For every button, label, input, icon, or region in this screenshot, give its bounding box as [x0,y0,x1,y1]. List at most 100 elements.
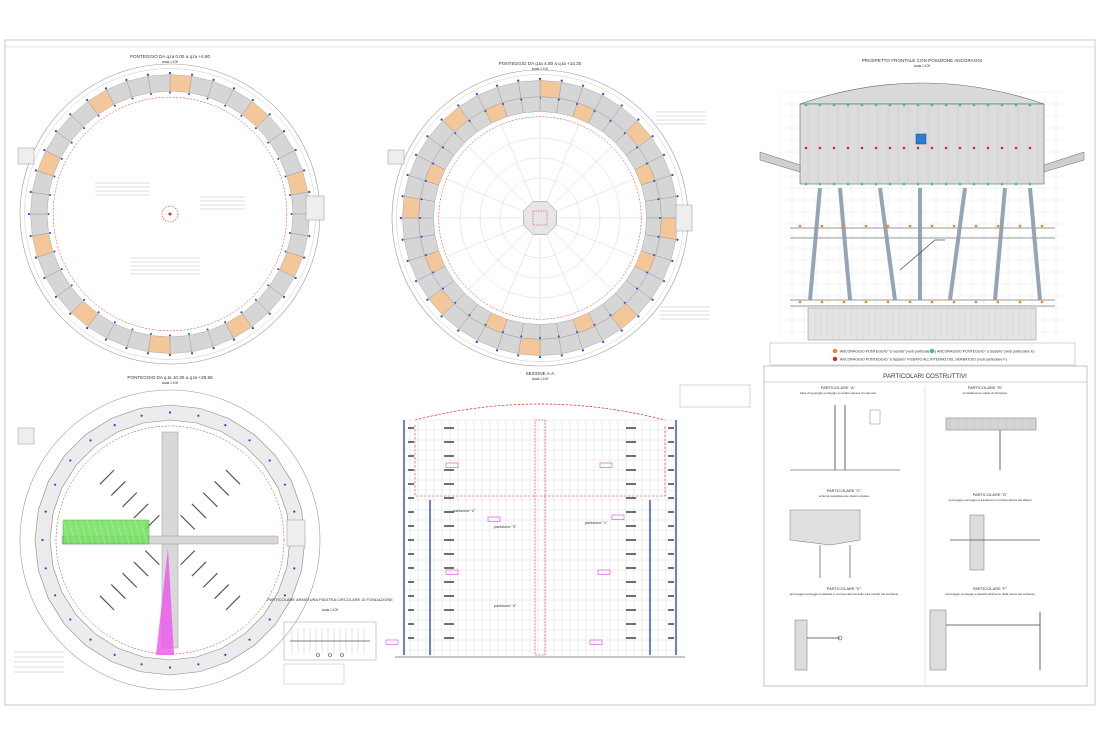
blue-anchor [267,141,270,144]
rib-strut [133,503,149,519]
scaffold-bay [30,191,49,215]
blue-anchor [149,333,152,336]
blue-anchor [657,198,660,201]
blue-anchor [426,135,429,138]
pink-tag [599,462,613,468]
red-dashed-circle [438,116,642,320]
anchor-interno [986,146,990,150]
pink-tag [445,462,459,468]
section-label-p1: partizione "1" [585,521,608,525]
blue-anchor [69,113,72,116]
scaffold-bay-inner [539,96,560,113]
blue-anchor [146,73,150,76]
blue-anchor [454,301,457,304]
blue-anchor [168,411,172,414]
anchor-interno [930,146,934,150]
rib-strut [144,550,160,566]
blue-anchor [671,173,674,177]
blue-anchor [254,127,257,130]
blue-anchor [401,195,404,198]
anchor-rosetta [974,224,978,228]
details-title: PARTICOLARI COSTRUTTIVI [883,373,967,380]
anchor-interno [916,146,920,150]
anchor-interno [832,146,836,150]
anchor-tassello [930,103,934,107]
blue-anchor [140,663,143,666]
blue-anchor [302,256,306,259]
blue-anchor [27,212,31,216]
anchor-rosetta [798,300,802,304]
blue-anchor [637,118,640,121]
slab-left [759,151,801,173]
anchor-tassello [860,182,864,186]
rib-strut [214,584,230,600]
side-stair-left [17,147,35,165]
blue-anchor [169,334,171,337]
scaffold-bay-inner [539,323,560,340]
blue-anchor [442,146,445,149]
blue-anchor [475,340,478,344]
pillar [993,187,1007,301]
blue-anchor [609,120,612,123]
blue-anchor [284,175,287,178]
blue-anchor [54,295,58,298]
blue-anchor [283,594,286,597]
blue-anchor [168,666,172,669]
blue-anchor [41,538,44,542]
blue-anchor [651,298,654,301]
pillar [878,187,897,301]
blue-anchor [308,234,311,238]
rib-strut [99,469,115,485]
anchor-rosetta [820,224,824,228]
detail-b-title: PARTICOLARE "B" [968,385,1003,390]
blue-anchor [652,179,655,182]
blue-anchor [168,353,172,357]
detail-f-title: PARTICOLARE "F" [973,586,1008,591]
blue-anchor [620,104,623,107]
blue-anchor [651,135,654,138]
blue-anchor [188,333,191,336]
anchor-interno [888,146,892,150]
anchor-interno [1014,146,1018,150]
pink-tag [487,516,501,522]
blue-anchor [268,312,271,315]
rib-strut [110,584,126,600]
blue-anchor [89,439,92,442]
blue-anchor [212,346,215,350]
rib-strut [191,503,207,519]
anchor-tassello [846,182,850,186]
anchor-interno [818,146,822,150]
plan-1: PONTEGGIO DA q.ta 0.00 a q.ta +4.80 scal… [17,54,325,365]
blue-anchor [468,120,471,123]
blue-anchor [47,213,50,215]
blue-anchor [635,146,638,149]
anchor-tassello [972,103,976,107]
side-stair-left [17,427,35,445]
blue-anchor [54,130,58,133]
scaffold-bay-inner [645,217,662,238]
blue-anchor [169,91,171,94]
blue-anchor [197,663,200,666]
blue-anchor [97,311,100,314]
anchor-tassello [818,103,822,107]
plan-3-title: PONTEGGIO DA q.ta 10.30 a q.ta +29.58 [127,375,213,380]
blue-anchor [83,127,86,130]
walkway-horizontal [61,535,279,545]
anchor-tassello [902,103,906,107]
anchor-rosetta [1040,224,1044,228]
blue-anchor [602,92,605,96]
sign-panel [915,133,927,145]
hatch [134,519,142,545]
blue-anchor [69,618,72,621]
anchor-rosetta [930,224,934,228]
side-stair-right [286,519,306,547]
blue-anchor [414,280,418,283]
elevation-drawing [759,82,1085,366]
blue-anchor [420,235,423,238]
central-column [523,201,557,235]
blue-anchor [86,326,89,330]
blue-anchor [131,97,134,100]
rib-strut [133,561,149,577]
blue-anchor [113,653,116,656]
anchor-rosetta [996,224,1000,228]
